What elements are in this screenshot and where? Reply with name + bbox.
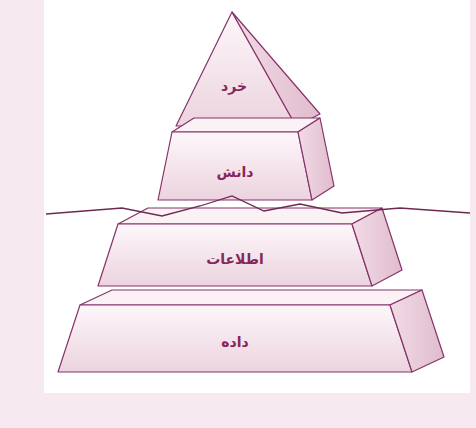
band-face xyxy=(58,305,412,372)
pyramid-band: دانش xyxy=(158,118,334,200)
level-label: داده xyxy=(221,334,248,351)
band-face xyxy=(298,118,334,200)
band-face xyxy=(352,208,402,286)
band-face xyxy=(80,290,422,305)
pyramid-band: داده xyxy=(58,290,444,372)
band-face xyxy=(172,118,320,132)
band-face xyxy=(390,290,444,372)
band-outline xyxy=(158,118,334,200)
level-label: اطلاعات xyxy=(206,251,264,268)
pyramid-band: اطلاعات xyxy=(98,208,402,286)
level-label: دانش xyxy=(216,164,253,181)
pyramid-apex: خرد xyxy=(176,12,320,126)
band-outline xyxy=(176,12,320,126)
level-label: خرد xyxy=(221,78,247,95)
band-face xyxy=(158,132,312,200)
band-outline xyxy=(98,208,402,286)
band-face xyxy=(118,208,382,224)
band-outline xyxy=(58,290,444,372)
band-face xyxy=(232,12,320,126)
band-face xyxy=(98,224,372,286)
